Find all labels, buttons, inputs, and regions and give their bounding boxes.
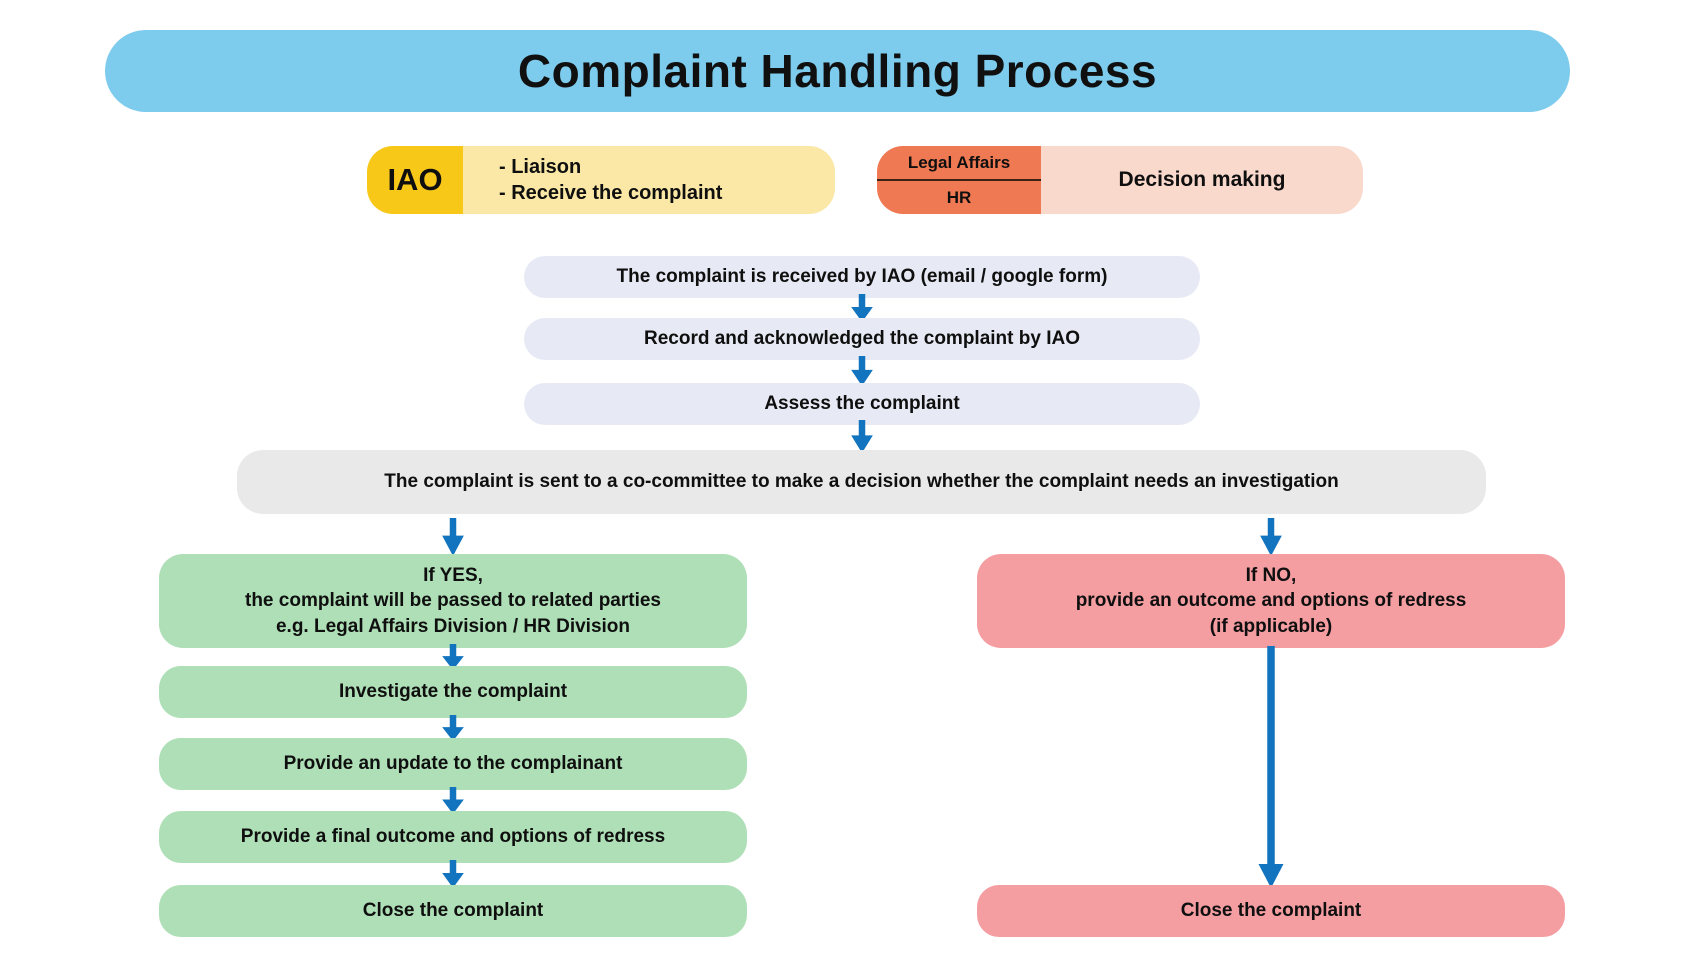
legend-decision-making: Legal Affairs HR Decision making xyxy=(877,146,1363,214)
legend-decision-label: Decision making xyxy=(1041,146,1363,214)
step-complaint-received: The complaint is received by IAO (email … xyxy=(524,256,1200,298)
yes-head-line2: the complaint will be passed to related … xyxy=(245,590,661,612)
down-arrow-icon xyxy=(440,860,466,888)
long-down-arrow-icon xyxy=(1256,646,1286,888)
down-arrow-icon xyxy=(440,715,466,741)
legend-iao-line1: - Liaison xyxy=(499,156,582,178)
down-arrow-icon xyxy=(440,518,466,556)
down-arrow-icon xyxy=(1258,518,1284,556)
down-arrow-icon xyxy=(849,356,875,386)
page-title: Complaint Handling Process xyxy=(105,30,1570,112)
step-investigate-complaint: Investigate the complaint xyxy=(159,666,747,718)
yes-head-line1: If YES, xyxy=(423,565,483,587)
step-record-acknowledge: Record and acknowledged the complaint by… xyxy=(524,318,1200,360)
no-head-line1: If NO, xyxy=(1245,565,1297,587)
decision-co-committee-box: The complaint is sent to a co-committee … xyxy=(237,450,1486,514)
legend-badge-divider xyxy=(877,179,1041,181)
legend-iao-line2: - Receive the complaint xyxy=(499,182,723,204)
yes-head-line3: e.g. Legal Affairs Division / HR Divisio… xyxy=(275,615,631,637)
no-branch-head-box: If NO, provide an outcome and options of… xyxy=(977,554,1565,648)
no-head-line3: (if applicable) xyxy=(1209,615,1333,637)
legend-legal-affairs-label: Legal Affairs xyxy=(907,152,1011,172)
legend-legal-hr-badge: Legal Affairs HR xyxy=(877,146,1041,214)
step-provide-update: Provide an update to the complainant xyxy=(159,738,747,790)
legend-iao-badge: IAO xyxy=(367,146,463,214)
legend-iao-description: - Liaison - Receive the complaint xyxy=(463,146,835,214)
step-close-complaint-no: Close the complaint xyxy=(977,885,1565,937)
no-head-line2: provide an outcome and options of redres… xyxy=(1075,590,1467,612)
step-final-outcome: Provide a final outcome and options of r… xyxy=(159,811,747,863)
legend-hr-label: HR xyxy=(946,187,972,207)
step-close-complaint-yes: Close the complaint xyxy=(159,885,747,937)
legend-iao: IAO - Liaison - Receive the complaint xyxy=(367,146,835,214)
down-arrow-icon xyxy=(440,644,466,670)
down-arrow-icon xyxy=(440,787,466,814)
step-assess-complaint: Assess the complaint xyxy=(524,383,1200,425)
down-arrow-icon xyxy=(849,420,875,453)
yes-branch-head-box: If YES, the complaint will be passed to … xyxy=(159,554,747,648)
down-arrow-icon xyxy=(849,294,875,322)
